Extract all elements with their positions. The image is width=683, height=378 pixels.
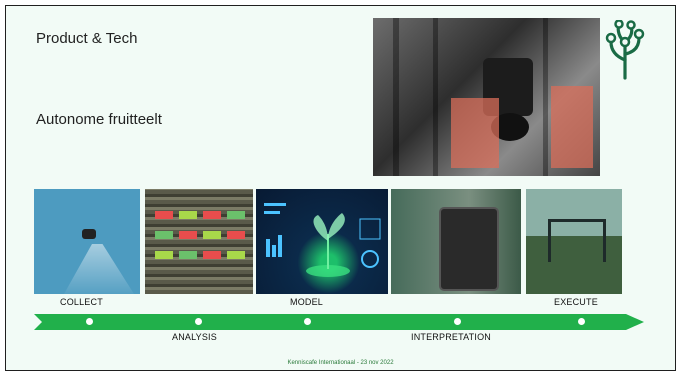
slide-title: Product & Tech xyxy=(36,30,138,47)
sensor-panel-right xyxy=(551,86,593,168)
drone-shape xyxy=(82,229,96,239)
drone-beam-shape xyxy=(64,244,134,294)
timeline-label-analysis: ANALYSIS xyxy=(172,332,217,342)
timeline-label-execute: EXECUTE xyxy=(554,297,598,307)
tablet-interpretation-image xyxy=(391,189,521,294)
robot-execute-image xyxy=(526,189,622,294)
timeline-label-model: MODEL xyxy=(290,297,324,307)
timeline-label-collect: COLLECT xyxy=(60,297,103,307)
slide-footer: Kenniscafe Internationaal - 23 nov 2022 xyxy=(287,360,394,366)
timeline-point-interpretation xyxy=(454,318,461,325)
timeline-arrow xyxy=(34,314,644,330)
drone-collect-image xyxy=(34,189,140,294)
timeline-point-execute xyxy=(578,318,585,325)
timeline-label-interpretation: INTERPRETATION xyxy=(411,332,491,342)
tractor-with-sensor-panels-image xyxy=(373,18,600,176)
slide-subtitle: Autonome fruitteelt xyxy=(36,111,162,128)
timeline-point-analysis xyxy=(195,318,202,325)
presentation-slide: Product & Tech Autonome fruitteelt xyxy=(5,5,676,371)
sensor-panel-left xyxy=(451,98,499,168)
harvest-robot-shape xyxy=(548,219,606,262)
plant-hologram-shape xyxy=(264,203,381,277)
timeline-point-collect xyxy=(86,318,93,325)
tree-circuit-logo-icon xyxy=(605,20,645,80)
timeline-point-model xyxy=(304,318,311,325)
tablet-shape xyxy=(439,207,499,291)
field-analysis-image xyxy=(145,189,253,294)
plant-model-image xyxy=(256,189,388,294)
